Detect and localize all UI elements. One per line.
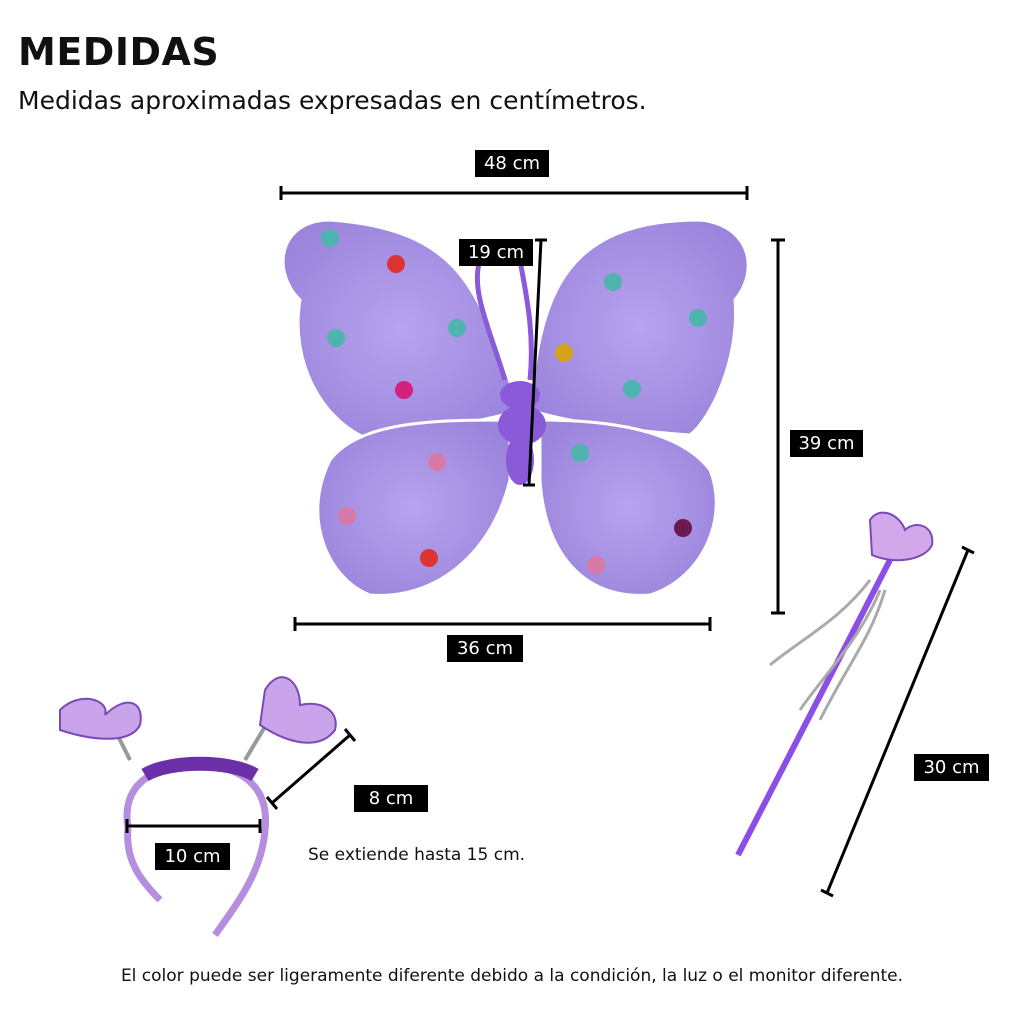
width-line-10 — [125, 819, 262, 833]
lower-left-wing — [316, 418, 512, 597]
wing-width-label: 48 cm — [475, 150, 549, 177]
wing-bottom-width-label: 36 cm — [447, 635, 523, 662]
wing-antennae — [474, 259, 534, 381]
page-title: MEDIDAS — [18, 30, 220, 74]
headband-width-label: 10 cm — [155, 843, 230, 870]
antenna-line-19 — [523, 238, 547, 487]
wing-height-label: 39 cm — [790, 430, 863, 457]
length-line-30 — [820, 545, 975, 898]
color-disclaimer: El color puede ser ligeramente diferente… — [120, 966, 904, 986]
flower-sequins — [321, 229, 707, 574]
wand — [735, 511, 934, 857]
width-line-36 — [293, 617, 712, 631]
fairy-wings — [281, 218, 750, 597]
antenna-line-8 — [265, 728, 357, 810]
butterfly-body — [498, 381, 546, 485]
headband — [59, 676, 337, 938]
upper-right-wing — [528, 218, 750, 437]
headband-extension-note: Se extiende hasta 15 cm. — [308, 845, 526, 865]
height-line-39 — [771, 238, 785, 615]
lower-right-wing — [538, 418, 718, 597]
antenna-length-label: 19 cm — [459, 239, 533, 266]
wand-length-label: 30 cm — [914, 754, 989, 781]
width-line-48 — [279, 186, 749, 200]
page-subtitle: Medidas aproximadas expresadas en centím… — [18, 86, 647, 115]
measurement-lines — [125, 186, 975, 898]
headband-antenna-label: 8 cm — [354, 785, 428, 812]
